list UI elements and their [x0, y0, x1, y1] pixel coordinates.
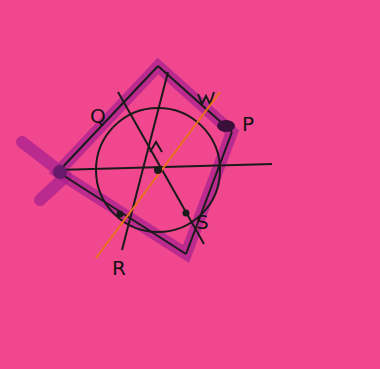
point-label: P: [242, 114, 254, 134]
orange-line: [96, 92, 220, 258]
square-outline: [22, 66, 232, 254]
points: [53, 120, 235, 218]
circle-and-lines: [56, 66, 272, 254]
point-label: Q: [90, 106, 106, 126]
point-label: S: [196, 212, 209, 232]
point-label: R: [112, 258, 126, 278]
